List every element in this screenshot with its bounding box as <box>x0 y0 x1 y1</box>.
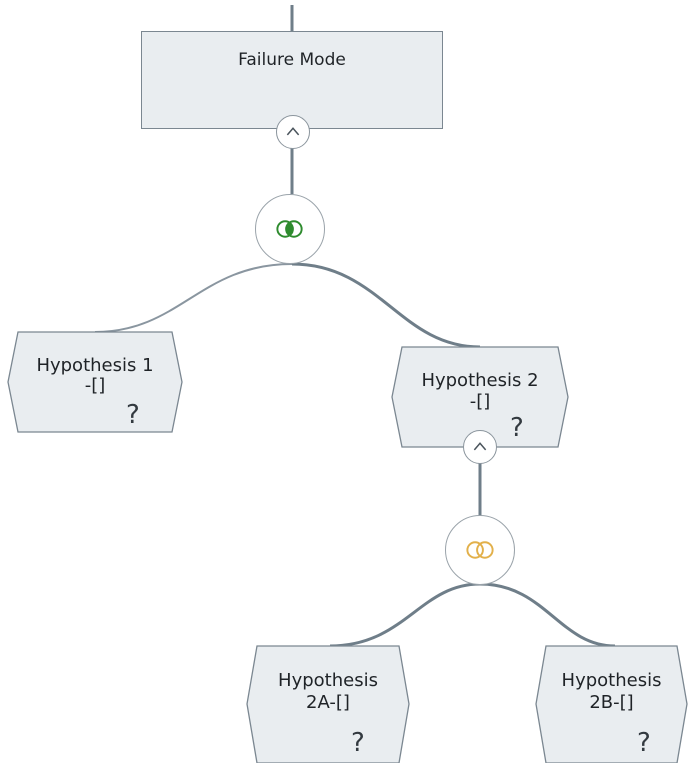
hexagon-shape <box>391 346 569 448</box>
and-gate-icon <box>276 220 303 238</box>
hypothesis-2-title: Hypothesis 2 <box>421 370 539 391</box>
unknown-status-icon: ? <box>126 400 140 430</box>
unknown-status-icon: ? <box>510 413 524 443</box>
hypothesis-1-title: Hypothesis 1 <box>36 355 154 376</box>
and-gate[interactable] <box>255 194 325 264</box>
gate-to-hypothesis-2a-connector <box>329 582 481 648</box>
failure-mode-node[interactable]: Failure Mode <box>141 31 443 129</box>
hypothesis-2b-subtitle: 2B-[] <box>589 692 634 713</box>
hypothesis-1-subtitle: -[] <box>84 375 106 396</box>
hypothesis-2-subtitle: -[] <box>469 391 491 412</box>
failure-mode-label: Failure Mode <box>238 50 346 70</box>
hypothesis-2a-node[interactable]: Hypothesis 2A-[] ? <box>246 645 410 763</box>
hypothesis-2b-node[interactable]: Hypothesis 2B-[] ? <box>535 645 688 763</box>
hypothesis-2a-subtitle: 2A-[] <box>306 692 350 713</box>
hexagon-shape <box>246 645 410 763</box>
hypothesis-2a-title: Hypothesis <box>278 670 378 691</box>
or-gate-icon <box>466 541 494 559</box>
hexagon-shape <box>7 331 183 433</box>
collapse-failure-mode-button[interactable] <box>276 115 310 149</box>
hypothesis-2-node[interactable]: Hypothesis 2 -[] ? <box>391 346 569 448</box>
gate-to-hypothesis-2-connector <box>291 262 481 349</box>
gate-to-hypothesis-2b-connector <box>479 582 616 648</box>
hexagon-shape <box>535 645 688 763</box>
collapse-hypothesis-2-button[interactable] <box>463 430 497 464</box>
chevron-up-icon <box>473 442 487 451</box>
or-gate[interactable] <box>445 515 515 585</box>
unknown-status-icon: ? <box>637 728 651 758</box>
hypothesis-1-node[interactable]: Hypothesis 1 -[] ? <box>7 331 183 433</box>
chevron-up-icon <box>286 127 300 136</box>
hypothesis-2b-title: Hypothesis <box>561 670 662 691</box>
gate-to-hypothesis-1-connector <box>94 263 293 333</box>
unknown-status-icon: ? <box>351 728 365 758</box>
